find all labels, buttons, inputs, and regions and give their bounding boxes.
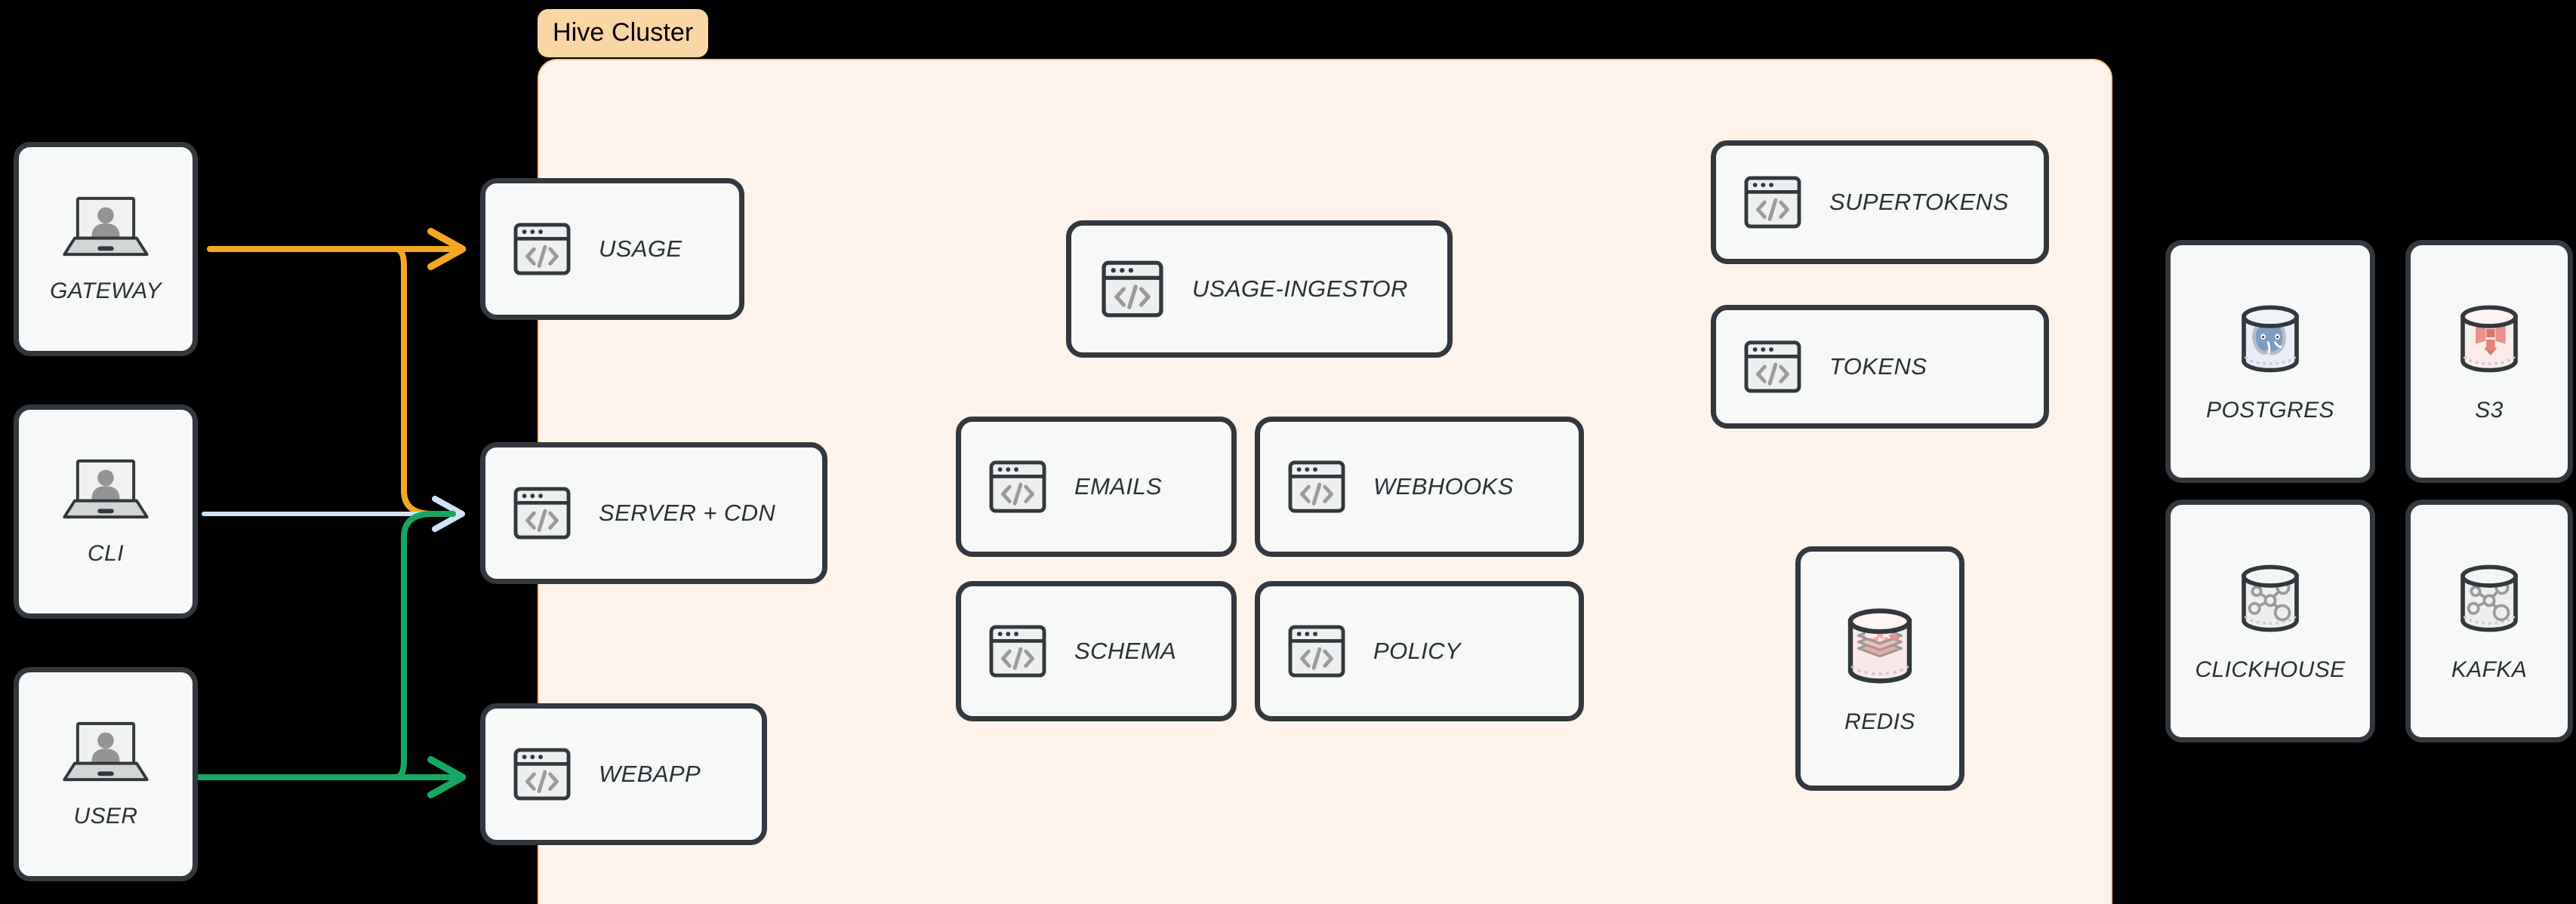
service-label: SUPERTOKENS — [1829, 189, 2009, 215]
code-window-icon — [513, 487, 571, 540]
service-label: SERVER + CDN — [599, 500, 776, 526]
service-node-usage[interactable]: USAGE — [480, 178, 744, 320]
datastore-node-redis[interactable]: REDIS — [1795, 546, 1964, 791]
client-label: GATEWAY — [50, 278, 162, 303]
datastore-node-postgres[interactable]: POSTGRES — [2165, 240, 2375, 483]
service-node-server-cdn[interactable]: SERVER + CDN — [480, 442, 827, 584]
service-node-tokens[interactable]: TOKENS — [1711, 305, 2049, 429]
wire-gateway-to-server-cdn — [393, 246, 462, 517]
postgres-database-icon — [2242, 305, 2299, 373]
datastore-node-clickhouse[interactable]: CLICKHOUSE — [2165, 500, 2375, 743]
code-window-icon — [1744, 176, 1801, 229]
service-label: TOKENS — [1829, 353, 1927, 380]
code-window-icon — [513, 748, 571, 801]
service-node-webhooks[interactable]: WEBHOOKS — [1255, 417, 1584, 557]
service-node-policy[interactable]: POLICY — [1255, 581, 1584, 721]
service-label: WEBAPP — [599, 761, 701, 787]
redis-database-icon — [1847, 608, 1912, 684]
graph-database-icon — [2460, 564, 2518, 632]
code-window-icon — [989, 625, 1046, 678]
hive-cluster-badge: Hive Cluster — [538, 9, 709, 57]
client-node-gateway[interactable]: GATEWAY — [14, 142, 198, 356]
service-node-supertokens[interactable]: SUPERTOKENS — [1711, 140, 2049, 264]
datastore-node-s3[interactable]: S3 — [2405, 240, 2573, 483]
wire-user-to-server-cdn — [393, 511, 456, 780]
code-window-icon — [989, 460, 1046, 513]
client-node-user[interactable]: USER — [14, 667, 198, 881]
graph-database-icon — [2242, 564, 2299, 632]
code-window-icon — [1744, 340, 1801, 393]
laptop-user-icon — [63, 196, 149, 257]
service-label: WEBHOOKS — [1373, 473, 1514, 500]
service-node-emails[interactable]: EMAILS — [956, 417, 1237, 557]
datastore-label: KAFKA — [2451, 657, 2528, 682]
service-label: POLICY — [1373, 638, 1462, 664]
code-window-icon — [513, 223, 571, 275]
laptop-user-icon — [63, 721, 149, 782]
datastore-label: REDIS — [1844, 709, 1915, 734]
service-node-webapp[interactable]: WEBAPP — [480, 703, 767, 845]
service-label: SCHEMA — [1074, 638, 1177, 664]
client-node-cli[interactable]: CLI — [14, 404, 198, 619]
client-label: CLI — [88, 541, 124, 566]
datastore-label: CLICKHOUSE — [2195, 657, 2346, 682]
s3-database-icon — [2460, 305, 2518, 373]
code-window-icon — [1288, 625, 1345, 678]
client-label: USER — [73, 804, 138, 829]
service-node-schema[interactable]: SCHEMA — [956, 581, 1237, 721]
datastore-node-kafka[interactable]: KAFKA — [2405, 500, 2573, 743]
service-label: USAGE-INGESTOR — [1192, 275, 1408, 302]
laptop-user-icon — [63, 459, 149, 519]
datastore-label: POSTGRES — [2206, 398, 2334, 423]
service-label: USAGE — [599, 235, 683, 262]
service-node-usage-ingestor[interactable]: USAGE-INGESTOR — [1066, 220, 1453, 358]
code-window-icon — [1288, 460, 1345, 513]
code-window-icon — [1102, 260, 1163, 318]
datastore-label: S3 — [2475, 398, 2504, 423]
service-label: EMAILS — [1074, 473, 1163, 500]
